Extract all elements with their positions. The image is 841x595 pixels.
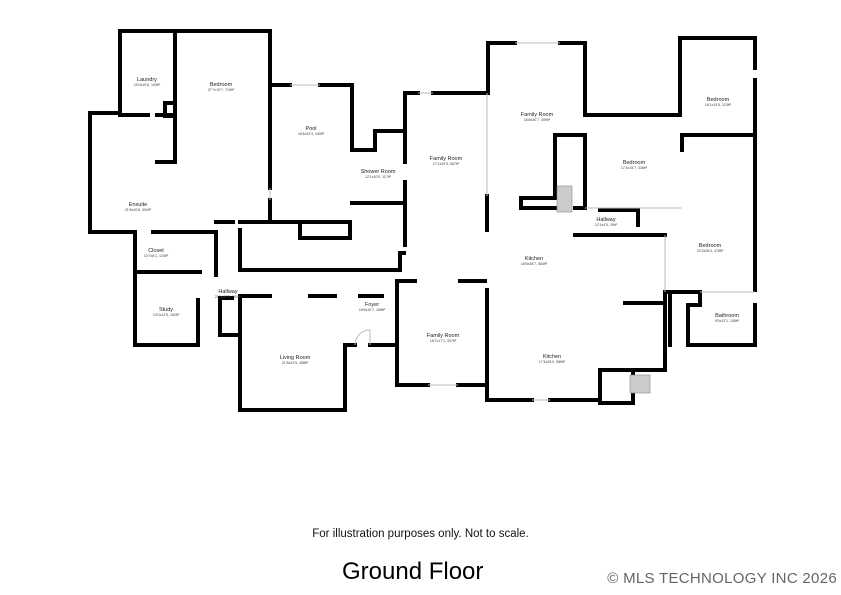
room-dims: 16'6x38'7, 584ft² xyxy=(521,262,548,266)
room-dims: 18'1x14'5, 223ft² xyxy=(705,103,732,107)
room-name: Family Room xyxy=(521,112,554,118)
room-dims: 16'8x10'7, 168ft² xyxy=(359,308,386,312)
room-name: Hallway xyxy=(596,217,616,223)
room-dims: 21'8x16'8, 302ft² xyxy=(125,208,152,212)
room-name: Bathroom xyxy=(715,313,739,319)
floor-title: Ground Floor xyxy=(342,558,484,585)
room-name: Bedroom xyxy=(210,82,233,88)
room-name: Shower Room xyxy=(361,169,396,175)
stairs-icon xyxy=(556,185,651,394)
room-name: Family Room xyxy=(430,156,463,162)
room-labels: Laundry 10'0x10'6, 105ft² Bedroom 37'7x1… xyxy=(125,77,740,365)
copyright-watermark: © MLS TECHNOLOGY INC 2026 xyxy=(607,570,837,587)
room-dims: 12'1x4'5, 39ft² xyxy=(595,223,618,227)
room-dims: 22'9x29'5, 161ft² xyxy=(215,295,242,299)
disclaimer: For illustration purposes only. Not to s… xyxy=(312,528,529,540)
room-name: Kitchen xyxy=(543,354,561,360)
room-name: Study xyxy=(159,307,173,313)
room-name: Kitchen xyxy=(525,256,543,262)
room-dims: 17'1x29'5, 567ft² xyxy=(433,162,460,166)
room-name: Bedroom xyxy=(623,160,646,166)
room-name: Hallway xyxy=(218,289,238,295)
room-name: Laundry xyxy=(137,77,157,83)
room-dims: 16'8x30'7, 499ft² xyxy=(524,118,551,122)
room-name: Bedroom xyxy=(707,97,730,103)
room-name: Foyer xyxy=(365,302,379,308)
room-dims: 16'4x29'3, 440ft² xyxy=(298,132,325,136)
room-name: Closet xyxy=(148,248,164,254)
room-dims: 9'5x12'1, 108ft² xyxy=(715,319,740,323)
room-dims: 10'0x10'6, 105ft² xyxy=(134,83,161,87)
thin-lines xyxy=(269,42,755,401)
room-dims: 13'0x12'5, 162ft² xyxy=(153,313,180,317)
walls xyxy=(88,29,757,412)
room-dims: 23'3x28'4, 478ft² xyxy=(697,249,724,253)
room-name: Family Room xyxy=(427,333,460,339)
room-dims: 10'7x8'1, 124ft² xyxy=(144,254,169,258)
room-dims: 37'7x19'7, 710ft² xyxy=(208,88,235,92)
room-dims: 17'4x28'9, 585ft² xyxy=(539,360,566,364)
room-name: Pool xyxy=(305,126,316,132)
room-dims: 16'7x17'1, 337ft² xyxy=(430,339,457,343)
room-dims: 21'8x22'5, 458ft² xyxy=(282,361,309,365)
room-name: Bedroom xyxy=(699,243,722,249)
room-name: Living Room xyxy=(280,355,311,361)
room-dims: 17'4x19'7, 336ft² xyxy=(621,166,648,170)
room-name: Ensuite xyxy=(129,202,147,208)
room-dims: 12'1x10'0, 117ft² xyxy=(365,175,392,179)
